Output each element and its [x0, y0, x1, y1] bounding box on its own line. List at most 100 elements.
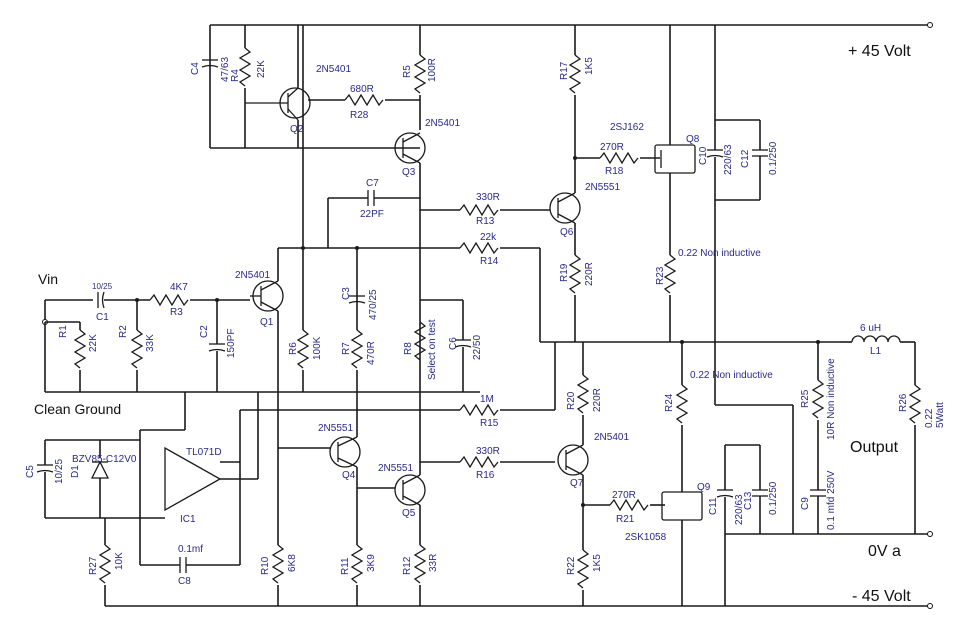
negative-rail-label: - 45 Volt — [852, 588, 911, 605]
r15-ref: R15 — [480, 418, 499, 429]
r20-val: 220R — [592, 388, 603, 412]
r1-val: 22K — [88, 334, 99, 352]
q2-val: 2N5401 — [316, 64, 351, 75]
q3-transistor — [394, 132, 426, 300]
l1-ref: L1 — [870, 346, 882, 357]
r7-val: 470R — [366, 341, 377, 365]
r14-val: 22k — [480, 232, 497, 243]
c1-val: 10/25 — [92, 282, 113, 291]
q6-val: 2N5551 — [585, 182, 620, 193]
r13-val: 330R — [476, 192, 500, 203]
q3-ref: Q3 — [402, 167, 416, 178]
c6-val: 22/50 — [472, 334, 483, 360]
r24-ref: R24 — [664, 393, 675, 412]
q8-ref: Q8 — [686, 134, 700, 145]
r12-ref: R12 — [402, 556, 413, 575]
zero-volt-rail — [793, 531, 933, 537]
q4-ref: Q4 — [342, 470, 356, 481]
r17-ref: R17 — [559, 61, 570, 80]
r27-ref: R27 — [88, 556, 99, 575]
r19-val: 220R — [584, 262, 595, 286]
c13-val: 0.1/250 — [768, 481, 779, 515]
r5-ref: R5 — [402, 65, 413, 78]
r16-ref: R16 — [476, 470, 495, 481]
c7-ref: C7 — [366, 178, 379, 189]
r11-ref: R11 — [340, 557, 351, 575]
r23-val: 0.22 Non inductive — [678, 248, 761, 259]
lower-driver — [557, 340, 703, 606]
c9-ref: C9 — [800, 497, 811, 510]
q3-val: 2N5401 — [425, 118, 460, 129]
positive-rail — [210, 22, 933, 28]
vin-label: Vin — [38, 271, 58, 287]
c3-ref: C3 — [341, 287, 352, 300]
r18-val: 270R — [600, 142, 624, 153]
positive-rail-label: + 45 Volt — [848, 43, 911, 60]
c10-val: 220/63 — [723, 144, 734, 175]
c5-val: 10/25 — [54, 458, 65, 484]
q8-val: 2SJ162 — [610, 122, 644, 133]
q2-ref: Q2 — [290, 124, 304, 135]
c2-val: 150PF — [226, 328, 237, 358]
ic1-val: TL071D — [186, 447, 222, 458]
r2-val: 33K — [145, 334, 156, 352]
r3-ref: R3 — [170, 307, 183, 318]
r25-ref: R25 — [800, 389, 811, 408]
r20-ref: R20 — [566, 391, 577, 410]
q1-ref: Q1 — [260, 317, 274, 328]
r22-ref: R22 — [566, 556, 577, 575]
r19-ref: R19 — [559, 263, 570, 282]
clean-ground-label: Clean Ground — [34, 401, 121, 417]
c11-ref: C11 — [708, 497, 719, 515]
c2-ref: C2 — [199, 325, 210, 338]
c7-val: 22PF — [360, 209, 384, 220]
input-section — [42, 291, 480, 393]
c10-ref: C10 — [698, 146, 709, 165]
q1-transistor — [250, 248, 284, 392]
r10-ref: R10 — [260, 556, 271, 575]
r13-ref: R13 — [476, 216, 495, 227]
r16-val: 330R — [476, 446, 500, 457]
r26-ref: R26 — [898, 393, 909, 412]
q9-ref: Q9 — [697, 482, 711, 493]
c8-ref: C8 — [178, 576, 191, 587]
r10-val: 6K8 — [287, 554, 298, 572]
servo-section — [36, 392, 259, 606]
r2-ref: R2 — [118, 325, 129, 338]
r6-ref: R6 — [288, 342, 299, 355]
c13-ref: C13 — [743, 491, 754, 510]
r18-ref: R18 — [605, 166, 624, 177]
c6-ref: C6 — [448, 337, 459, 350]
c9-val: 0.1 mfd 250V — [826, 470, 837, 530]
c3-val: 470/25 — [368, 289, 379, 320]
q5-val: 2N5551 — [378, 463, 413, 474]
d1-ref: D1 — [70, 465, 81, 478]
r21-ref: R21 — [616, 514, 635, 525]
c12-ref: C12 — [740, 149, 751, 168]
r3-val: 4K7 — [170, 282, 188, 293]
q9-val: 2SK1058 — [625, 532, 667, 543]
d1-val: BZV85-C12V0 — [72, 454, 137, 465]
r21-val: 270R — [612, 490, 636, 501]
r26-val: 0.22 5Watt — [924, 402, 946, 428]
r8-ref: R8 — [403, 342, 414, 355]
c4-ref: C4 — [190, 62, 201, 75]
r15-val: 1M — [480, 394, 494, 405]
q4-val: 2N5551 — [318, 423, 353, 434]
c12-val: 0.1/250 — [768, 141, 779, 175]
q7-ref: Q7 — [570, 478, 584, 489]
r5-val: 100R — [427, 58, 438, 82]
output-label: Output — [850, 439, 899, 456]
q6-ref: Q6 — [560, 227, 574, 238]
zero-volt-label: 0V a — [868, 543, 901, 560]
r1-ref: R1 — [58, 325, 69, 338]
current-source — [201, 25, 426, 149]
upper-driver — [549, 25, 768, 405]
r14-ref: R14 — [480, 256, 499, 267]
negative-rail — [105, 603, 933, 609]
r25-val: 10R Non inductive — [826, 358, 837, 440]
ic1-ref: IC1 — [180, 514, 196, 525]
output-network — [715, 335, 921, 606]
